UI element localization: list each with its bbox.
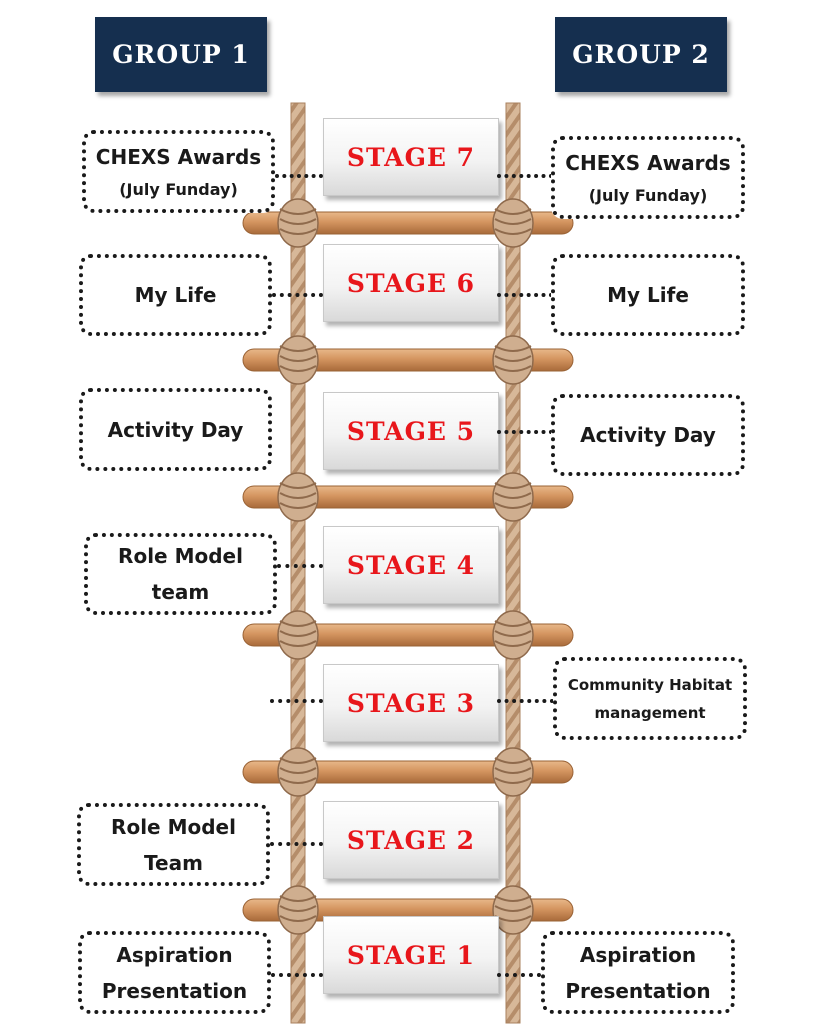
activity-line-2: management [594,703,706,722]
ladder-rung [242,211,574,235]
activity-line-1: Role Model [118,544,243,568]
group2-stage1-activity: Aspiration Presentation [541,931,735,1014]
activity-line-1: My Life [134,283,217,307]
stage-6-box: STAGE 6 [323,244,499,322]
activity-line-2: (July Funday) [119,179,238,199]
rope-knot [277,747,319,797]
ladder-rung [242,623,574,647]
ladder-rung [242,348,574,372]
ladder-rung [242,485,574,509]
rope-knot [492,472,534,522]
stage-3-box: STAGE 3 [323,664,499,742]
activity-line-1: Role Model [111,814,236,839]
connector-g1-stage3 [270,699,323,703]
rope-knot [492,610,534,660]
activity-line-2: Team [144,850,203,875]
group1-stage2-activity: Role Model Team [77,803,270,886]
group1-stage6-activity: My Life [79,254,272,336]
group-2-header: GROUP 2 [555,17,727,92]
group2-stage6-activity: My Life [551,254,745,336]
connector-g1-stage2 [270,842,323,846]
connector-g2-stage1 [497,973,541,977]
connector-g1-stage7 [275,174,323,178]
rope-knot [492,335,534,385]
stage-2-box: STAGE 2 [323,801,499,879]
group2-stage7-activity: CHEXS Awards (July Funday) [551,136,745,219]
group2-stage3-activity: Community Habitat management [553,657,747,740]
connector-g1-stage4 [277,564,323,568]
connector-g2-stage6 [497,293,553,297]
rope-knot [492,747,534,797]
rope-knot [492,198,534,248]
activity-line-1: CHEXS Awards [95,144,262,169]
activity-line-1: CHEXS Awards [565,150,731,175]
connector-g2-stage5 [497,430,553,434]
stage-1-box: STAGE 1 [323,916,499,994]
activity-line-1: Aspiration [116,942,233,967]
group1-stage4-activity: Role Model team [84,533,277,615]
stage-4-box: STAGE 4 [323,526,499,604]
rope-knot [277,335,319,385]
group1-stage1-activity: Aspiration Presentation [78,931,271,1014]
rope-knot [277,610,319,660]
activity-line-1: Activity Day [107,417,244,442]
connector-g2-stage3 [497,699,554,703]
rope-knot [277,198,319,248]
rope-knot [492,885,534,935]
ladder-rung [242,760,574,784]
connector-g2-stage7 [497,174,553,178]
group1-stage5-activity: Activity Day [79,388,272,471]
activity-line-2: (July Funday) [588,185,708,205]
activity-line-1: Activity Day [580,423,716,447]
rope-knot [277,885,319,935]
activity-line-2: team [151,580,210,604]
stage-7-box: STAGE 7 [323,118,499,196]
connector-g1-stage1 [271,973,323,977]
activity-line-2: Presentation [101,978,248,1003]
group-1-header: GROUP 1 [95,17,267,92]
connector-g1-stage6 [272,293,323,297]
activity-line-1: Community Habitat [567,675,733,694]
stage-5-box: STAGE 5 [323,392,499,470]
activity-line-1: Aspiration [579,942,697,967]
group1-stage7-activity: CHEXS Awards (July Funday) [82,130,275,213]
rope-knot [277,472,319,522]
group2-stage5-activity: Activity Day [551,394,745,476]
activity-line-1: My Life [607,283,689,307]
activity-line-2: Presentation [565,978,711,1003]
